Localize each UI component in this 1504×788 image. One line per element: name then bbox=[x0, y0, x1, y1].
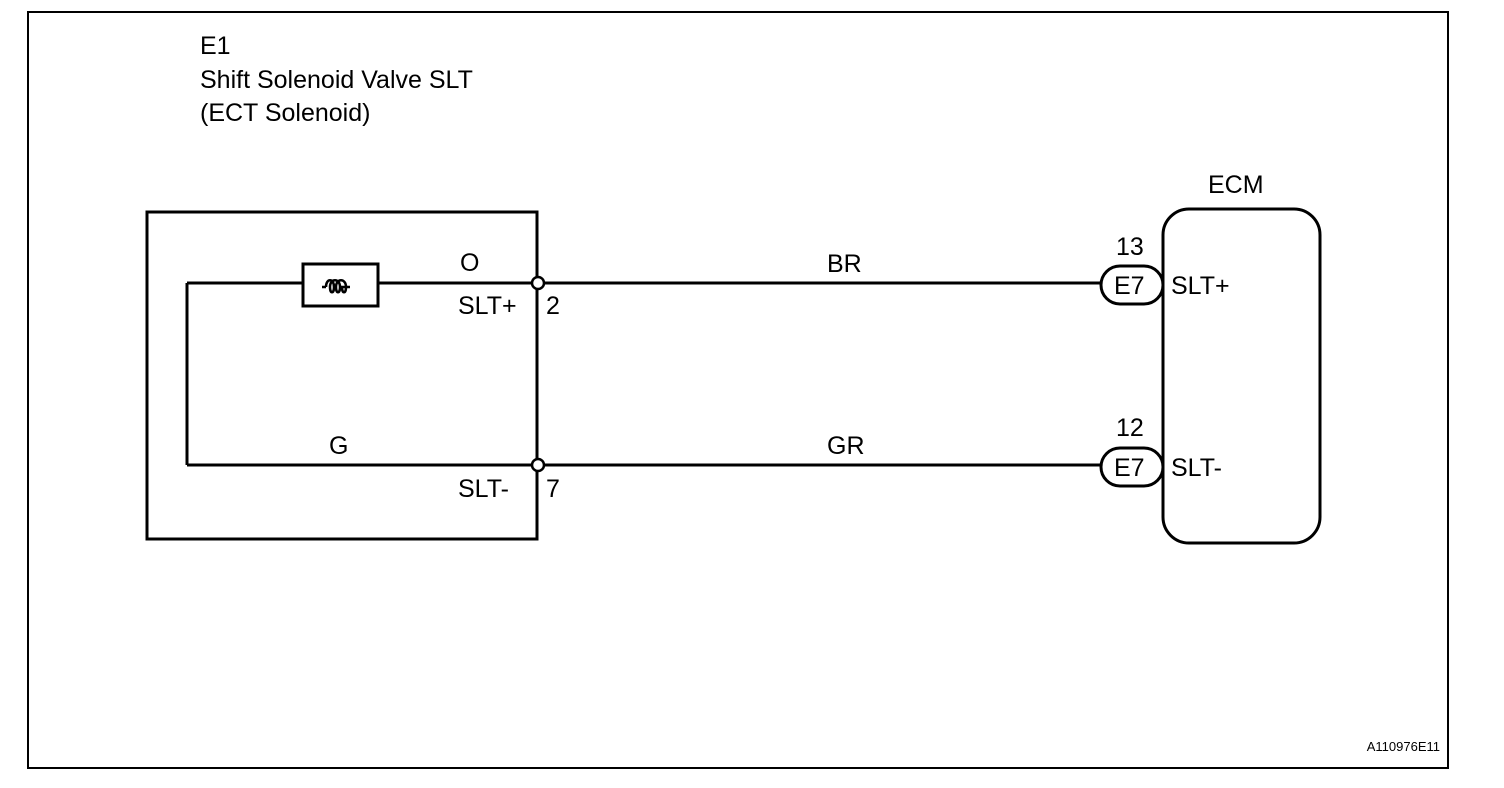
terminal-label-slt-plus: SLT+ bbox=[458, 292, 517, 320]
solenoid-coil-icon bbox=[301, 262, 380, 308]
component-code: E1 bbox=[200, 32, 231, 60]
ecm-pin-13: 13 bbox=[1116, 233, 1144, 261]
component-subtitle: (ECT Solenoid) bbox=[200, 99, 370, 127]
ecm-box bbox=[1161, 207, 1322, 545]
figure-code: A110976E11 bbox=[1367, 739, 1440, 754]
ecm-connector-e7-bottom bbox=[1099, 446, 1165, 488]
component-name: Shift Solenoid Valve SLT bbox=[200, 66, 473, 94]
solenoid-component-box bbox=[145, 210, 539, 541]
ecm-terminal-slt-minus: SLT- bbox=[1171, 454, 1222, 482]
terminal-node-2 bbox=[530, 275, 546, 291]
ecm-connector-code-bottom: E7 bbox=[1114, 454, 1145, 482]
ecm-terminal-slt-plus: SLT+ bbox=[1171, 272, 1230, 300]
ecm-connector-code-top: E7 bbox=[1114, 272, 1145, 300]
solenoid-internal-wiring bbox=[185, 281, 533, 467]
terminal-label-slt-minus: SLT- bbox=[458, 475, 509, 503]
wire-color-g: G bbox=[329, 432, 348, 460]
terminal-pin-7: 7 bbox=[546, 475, 560, 503]
diagram-frame bbox=[27, 11, 1449, 769]
terminal-pin-2: 2 bbox=[546, 292, 560, 320]
terminal-node-7 bbox=[530, 457, 546, 473]
wire-color-gr: GR bbox=[827, 432, 865, 460]
wire-color-br: BR bbox=[827, 250, 862, 278]
wire-color-o: O bbox=[460, 249, 479, 277]
ecm-pin-12: 12 bbox=[1116, 414, 1144, 442]
ecm-connector-e7-top bbox=[1099, 264, 1165, 306]
ecm-title: ECM bbox=[1208, 171, 1264, 199]
